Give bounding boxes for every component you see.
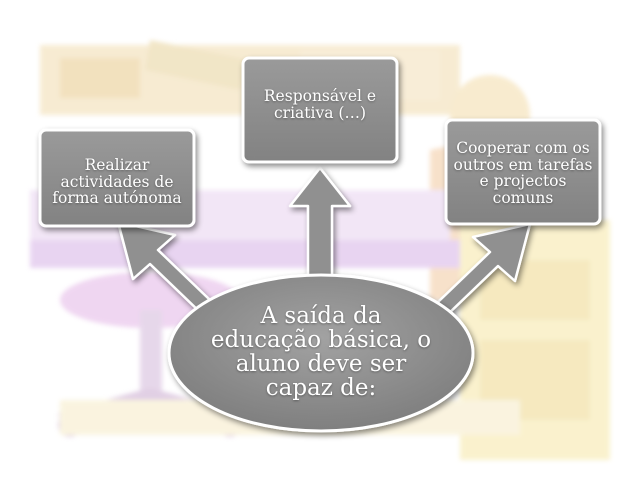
- arrow-to-left-goal: [116, 220, 212, 316]
- arrow-to-top-goal: [288, 166, 352, 282]
- left-goal-text: Realizar actividades de forma autónoma: [52, 155, 182, 208]
- right-goal-box: [444, 118, 602, 226]
- top-goal-text: Responsável e criativa (…): [263, 87, 377, 122]
- top-goal-box: [241, 56, 399, 164]
- arrow-to-right-goal: [436, 222, 532, 318]
- left-goal-box: [38, 128, 196, 228]
- center-text: A saída da educação básica, o aluno deve…: [210, 302, 432, 402]
- right-goal-text: Cooperar com os outros em tarefas e proj…: [453, 139, 593, 208]
- center-oval: [167, 273, 475, 433]
